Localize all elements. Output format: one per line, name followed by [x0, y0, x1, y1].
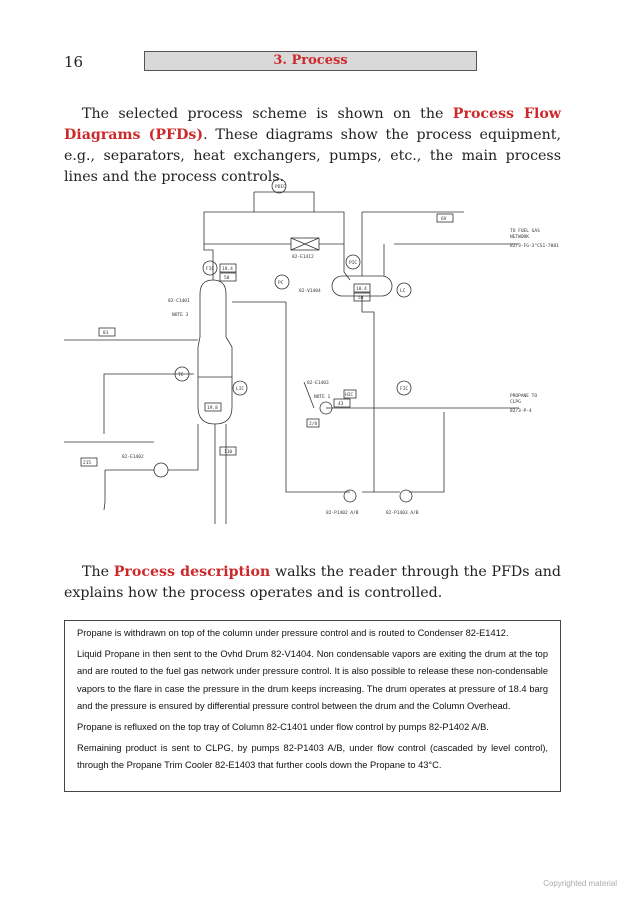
process-paragraph: The Process description walks the reader… [64, 562, 561, 604]
intro-text-after: . These diagrams show the process equipm… [64, 127, 561, 185]
pfd-stream-tag: 58 [358, 295, 364, 301]
pfd-instrument-tag: PIC [349, 260, 357, 266]
pfd-propane-label: CLPG [510, 399, 521, 405]
process-description-box: Propane is withdrawn on top of the colum… [64, 620, 561, 792]
pfd-instrument-tag: TC [178, 372, 184, 378]
pfd-stream-tag: 2/8 [309, 421, 317, 427]
pfd-instrument-tag: PDIC [275, 184, 286, 190]
column-shell [197, 279, 233, 425]
pfd-equipment-label: 82-P1402 A/B [326, 510, 359, 516]
copyright-notice: Copyrighted material [543, 879, 617, 888]
process-flow-diagram: PDIC FIC PIC PC LC TC LIC FIC HIC 82-E14… [64, 178, 559, 524]
pfd-stream-tag: 18.4 [356, 286, 367, 292]
pfd-equipment-label: 82-E1412 [292, 254, 314, 260]
pfd-fuel-gas-label: TO FUEL GAS [510, 228, 540, 234]
intro-paragraph: The selected process scheme is shown on … [64, 104, 561, 188]
pfd-stream-tag: 43 [338, 401, 344, 407]
pfd-equipment-label: 82-V1404 [299, 288, 321, 294]
pfd-fuel-gas-line: 82/3-FG-3"CS1-7081 [510, 243, 559, 249]
process-highlight: Process description [113, 564, 271, 580]
pfd-instrument-tag: HIC [345, 392, 353, 398]
intro-highlight: Process Flow Diagrams (PFDs) [64, 106, 562, 143]
overhead-line [203, 211, 351, 281]
intro-text-before: The selected process scheme is shown on … [82, 106, 453, 122]
page-number: 16 [64, 53, 84, 71]
pfd-stream-tag: 18.4 [222, 266, 233, 272]
pfd-instrument-tag: FIC [400, 386, 408, 392]
pfd-stream-tag: 58 [224, 275, 230, 281]
process-text-after: walks the reader through the PFDs and ex… [64, 564, 561, 601]
pfd-propane-line: 82/3-P-4 [510, 408, 532, 414]
pfd-propane-label: PROPANE TO [510, 393, 537, 399]
pfd-stream-tag: 19.8 [207, 405, 218, 411]
pfd-equipment-label: 82-E1402 [122, 454, 144, 460]
pfd-equipment-label: 82-E1403 [307, 380, 329, 386]
description-paragraph: Propane is refluxed on the top tray of C… [77, 722, 489, 733]
description-paragraph: Liquid Propane in then sent to the Ovhd … [77, 649, 548, 711]
description-paragraph: Propane is withdrawn on top of the colum… [77, 628, 509, 638]
pfd-equipment-label: 82-P1403 A/B [386, 510, 419, 516]
pfd-stream-tag: 6V [441, 216, 447, 222]
exchanger-82-E1402 [153, 462, 169, 478]
pfd-equipment-label: 82-C1401 [168, 298, 190, 304]
section-title: 3. Process [144, 51, 477, 71]
pfd-stream-tag: 81 [103, 330, 109, 336]
pfd-fuel-gas-label: NETWORK [510, 234, 529, 240]
description-paragraph: Remaining product is sent to CLPG, by pu… [77, 743, 548, 771]
pfd-stream-tag: 215 [83, 460, 91, 466]
pfd-instrument-tag: PC [278, 280, 284, 286]
pfd-stream-tag: 110 [224, 449, 232, 455]
process-text-before: The [82, 564, 114, 580]
pfd-note: NOTE 3 [172, 312, 189, 318]
pfd-instrument-tag: LIC [236, 386, 244, 392]
pfd-instrument-tag: LC [400, 288, 406, 294]
pfd-note: NOTE 1 [314, 394, 331, 400]
pump-82-P1403 [399, 489, 413, 503]
exchanger-82-E1403 [319, 401, 333, 415]
pump-82-P1402 [343, 489, 357, 503]
pfd-instrument-tag: FIC [206, 266, 214, 272]
